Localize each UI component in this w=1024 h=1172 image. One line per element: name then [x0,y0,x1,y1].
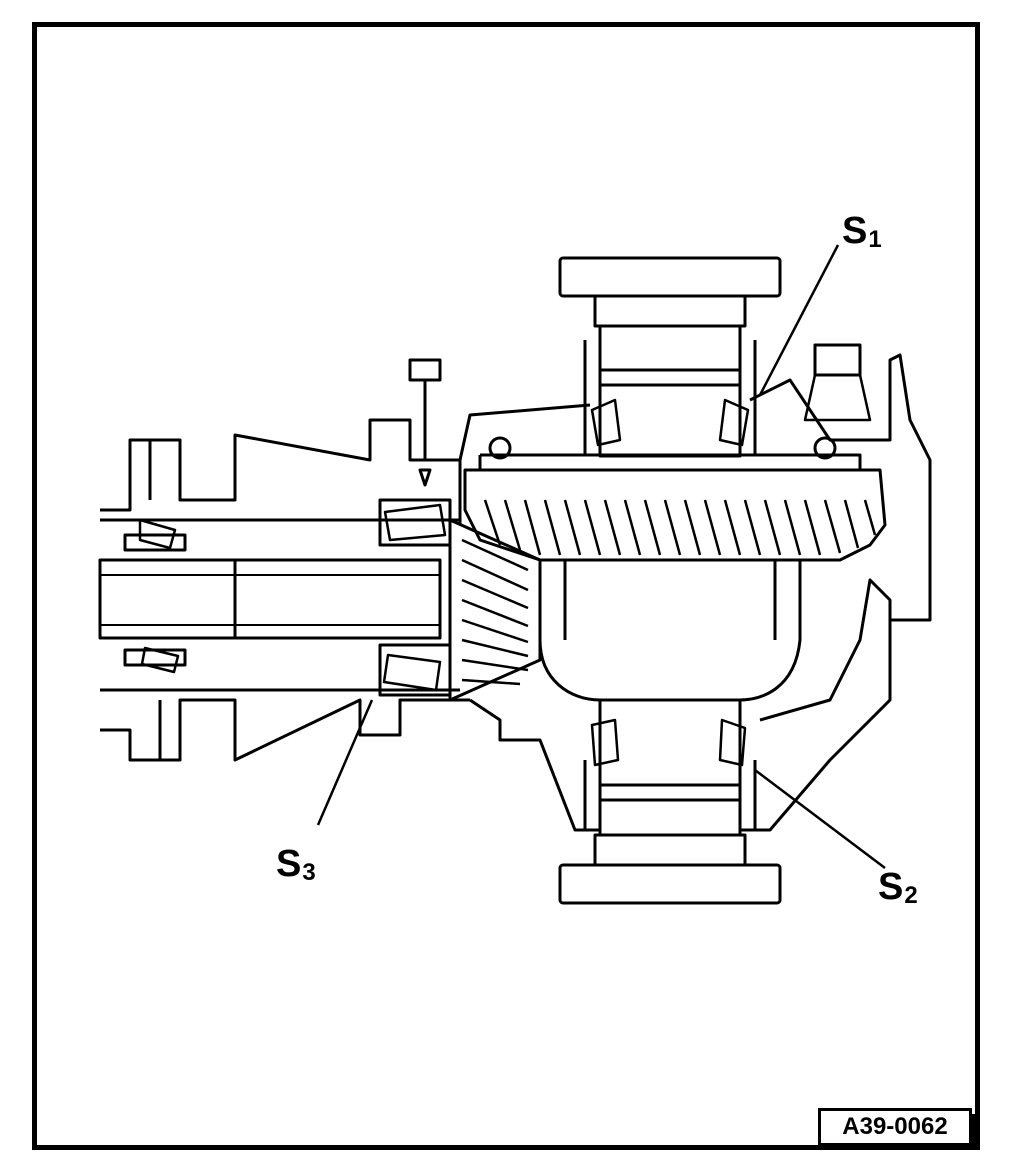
leader-line-s3 [316,699,374,826]
leader-line-s2 [754,769,886,869]
ring-gear [463,453,887,562]
differential-case [538,558,802,702]
leader-lines [316,244,886,869]
upper-axle-assembly [458,256,932,520]
figure-frame [32,22,980,1150]
leader-line-s1 [758,244,840,396]
lower-axle-assembly [469,520,932,905]
figure-reference-text: A39-0062 [842,1113,948,1140]
pinion-gear [448,518,542,702]
label-s1: S1 [842,210,882,253]
pinion-shaft [98,558,442,640]
drive-flange-housing [100,418,470,762]
pinion-bearing [378,358,452,697]
figure-reference-code: A39-0062 [818,1108,976,1150]
label-s3: S3 [276,843,316,886]
label-s2: S2 [878,866,918,909]
